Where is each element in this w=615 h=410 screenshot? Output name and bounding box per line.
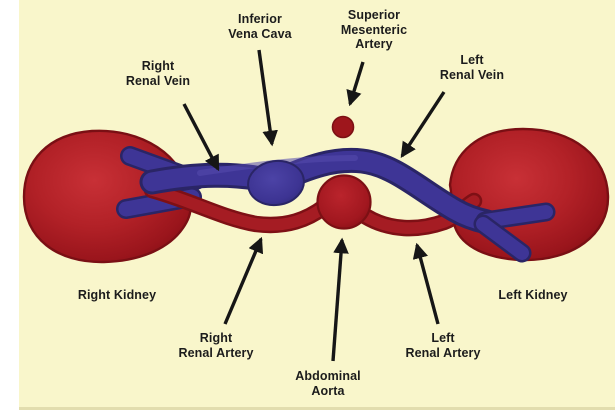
annotation-arrows [182, 49, 446, 362]
label-left-renal-vein: Left Renal Vein [439, 53, 505, 82]
label-right-renal-vein: Right Renal Vein [125, 59, 191, 88]
label-inferior-vena-cava: Inferior Vena Cava [228, 12, 292, 41]
arrow-abdominal-aorta [331, 237, 349, 362]
arrow-left-renal-artery [412, 242, 440, 325]
arrow-superior-mesenteric-artery [346, 61, 365, 107]
bottom-edge-line [19, 407, 615, 410]
arrow-right-renal-artery [223, 236, 264, 325]
label-left-kidney: Left Kidney [498, 288, 568, 302]
label-left-renal-artery: Left Renal Artery [405, 331, 481, 360]
abdominal-aorta-bulge [316, 174, 372, 230]
arrow-left-renal-vein [400, 91, 446, 158]
superior-mesenteric-artery-dot [331, 115, 355, 139]
arrow-right-renal-vein [182, 103, 220, 172]
left-renal-vein-branches [473, 202, 556, 263]
left-white-margin [0, 0, 19, 410]
label-right-renal-artery: Right Renal Artery [178, 331, 254, 360]
label-abdominal-aorta: Abdominal Aorta [295, 369, 361, 398]
label-superior-mesenteric-artery: Superior Mesenteric Artery [340, 8, 408, 51]
vena-cava-bulge [247, 159, 305, 207]
arrow-inferior-vena-cava [257, 49, 278, 147]
label-right-kidney: Right Kidney [77, 288, 157, 302]
